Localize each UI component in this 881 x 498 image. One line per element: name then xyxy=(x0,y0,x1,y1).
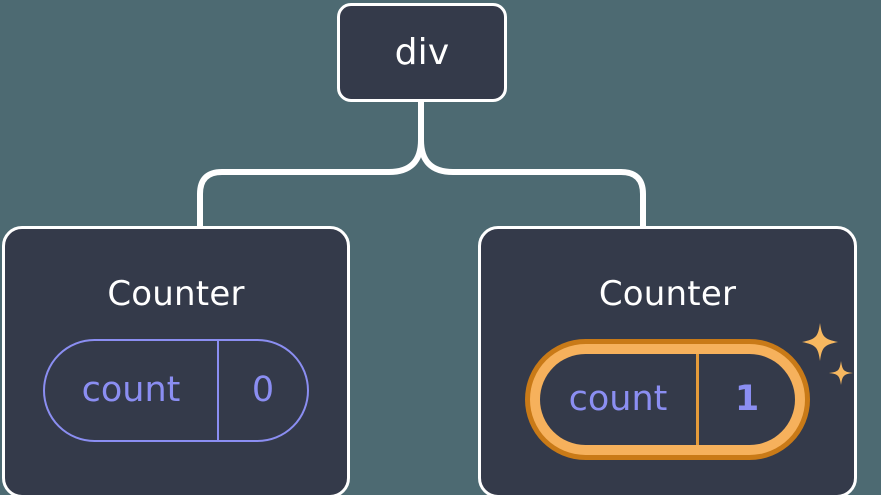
state-value-left: 0 xyxy=(217,341,307,440)
state-pill-right-wrapper: count 1 xyxy=(525,323,853,460)
node-root-label: div xyxy=(394,31,450,73)
node-root-div[interactable]: div xyxy=(337,3,507,102)
state-pill-left[interactable]: count 0 xyxy=(43,339,309,442)
state-pill-left-wrapper: count 0 xyxy=(43,339,309,442)
edge-root-to-right-child xyxy=(418,99,646,231)
edge-root-to-left-child xyxy=(197,99,424,231)
state-pill-right-highlight[interactable]: count 1 xyxy=(525,339,810,460)
state-key-right: count xyxy=(568,379,668,419)
node-counter-right-title: Counter xyxy=(598,274,737,314)
node-counter-right[interactable]: Counter count 1 xyxy=(478,226,857,498)
node-counter-left[interactable]: Counter count 0 xyxy=(2,226,350,498)
sparkle-large-icon xyxy=(802,323,838,361)
node-counter-left-title: Counter xyxy=(107,274,245,314)
state-pill-right-ring: count 1 xyxy=(530,344,805,455)
state-value-right: 1 xyxy=(696,354,795,445)
sparkle-small-icon xyxy=(829,361,853,385)
state-key-left: count xyxy=(81,370,181,410)
state-pill-right: count 1 xyxy=(540,354,795,445)
